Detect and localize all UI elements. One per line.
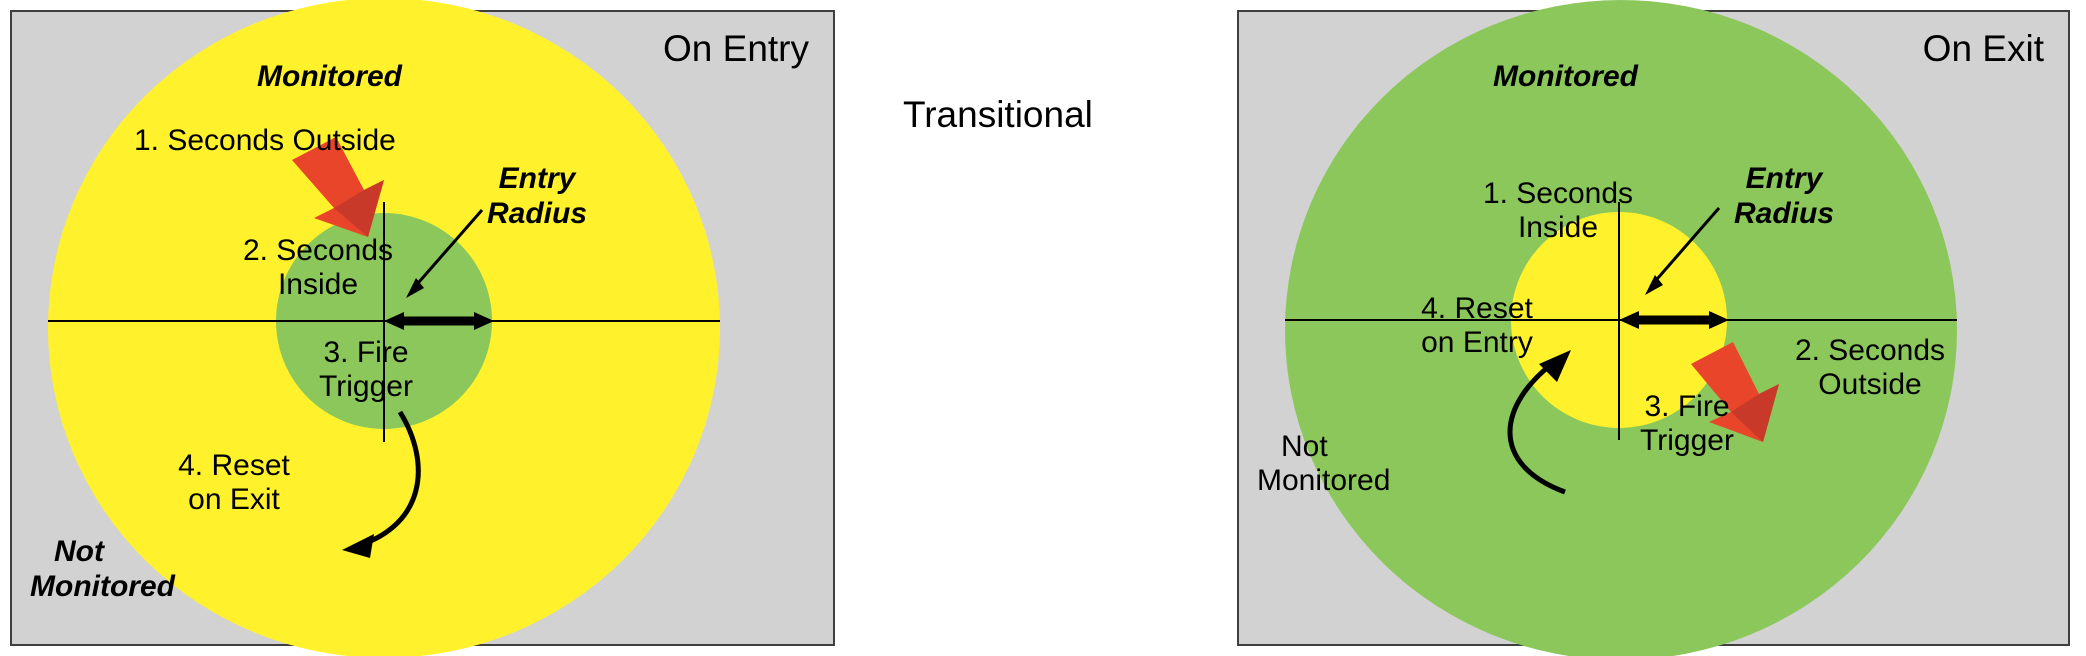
step-3-label-exit-line1: 3. Fire <box>1644 390 1730 423</box>
step-1-label-entry: 1. Seconds Outside <box>134 124 396 157</box>
panel-on-exit: Monitored 1. Seconds Inside 2. Seconds O… <box>1237 0 2070 656</box>
annotations-entry <box>48 137 720 558</box>
transitional-label: Transitional <box>903 94 1093 135</box>
entry-radius-label-entry-line2: Radius <box>486 197 588 230</box>
not-monitored-label-exit-line1: Not <box>1281 430 1328 463</box>
step-2-label-entry-line2: Inside <box>277 268 359 301</box>
entry-radius-label-exit-line2: Radius <box>1733 197 1835 230</box>
monitored-label-entry: Monitored <box>257 60 402 93</box>
annotations-exit <box>1285 202 1957 495</box>
step-4-label-entry-line1: 4. Reset <box>178 449 290 482</box>
step-3-label-exit-line2: Trigger <box>1640 424 1734 457</box>
step-2-label-exit-line1: 2. Seconds <box>1794 334 1946 367</box>
monitored-label-exit: Monitored <box>1493 60 1638 93</box>
not-monitored-label-entry-line1: Not <box>54 535 104 568</box>
not-monitored-label-entry-line2: Monitored <box>30 570 175 603</box>
entry-radius-double-arrow-entry <box>384 312 494 330</box>
step-1-label-exit-line1: 1. Seconds <box>1482 177 1634 210</box>
entry-radius-pointer-exit <box>1645 207 1721 295</box>
step-1-label-exit-line2: Inside <box>1517 211 1599 244</box>
entry-radius-double-arrow-exit <box>1619 311 1729 329</box>
entry-radius-pointer-entry <box>406 209 484 298</box>
reset-on-exit-curved-arrow <box>342 410 421 558</box>
panel-on-entry: Monitored 1. Seconds Outside 2. Seconds … <box>10 0 835 656</box>
panel-title-on-entry: On Entry <box>663 28 809 69</box>
step-4-label-entry-line2: on Exit <box>188 483 280 516</box>
entry-radius-label-exit-line1: Entry <box>1745 162 1823 195</box>
red-exit-arrow <box>1691 342 1779 442</box>
step-3-label-entry-line2: Trigger <box>319 370 413 403</box>
step-2-label-exit-line2: Outside <box>1818 368 1922 401</box>
step-4-label-exit-line2: on Entry <box>1421 326 1533 359</box>
panel-title-on-exit: On Exit <box>1922 28 2044 69</box>
step-4-label-exit-line1: 4. Reset <box>1421 292 1533 325</box>
step-2-label-entry-line1: 2. Seconds <box>242 234 394 267</box>
reset-on-entry-curved-arrow <box>1507 350 1571 495</box>
entry-radius-label-entry-line1: Entry <box>498 162 576 195</box>
not-monitored-label-exit-line2: Monitored <box>1257 464 1391 497</box>
step-3-label-entry-line1: 3. Fire <box>323 336 409 369</box>
red-entry-arrow <box>292 137 384 237</box>
